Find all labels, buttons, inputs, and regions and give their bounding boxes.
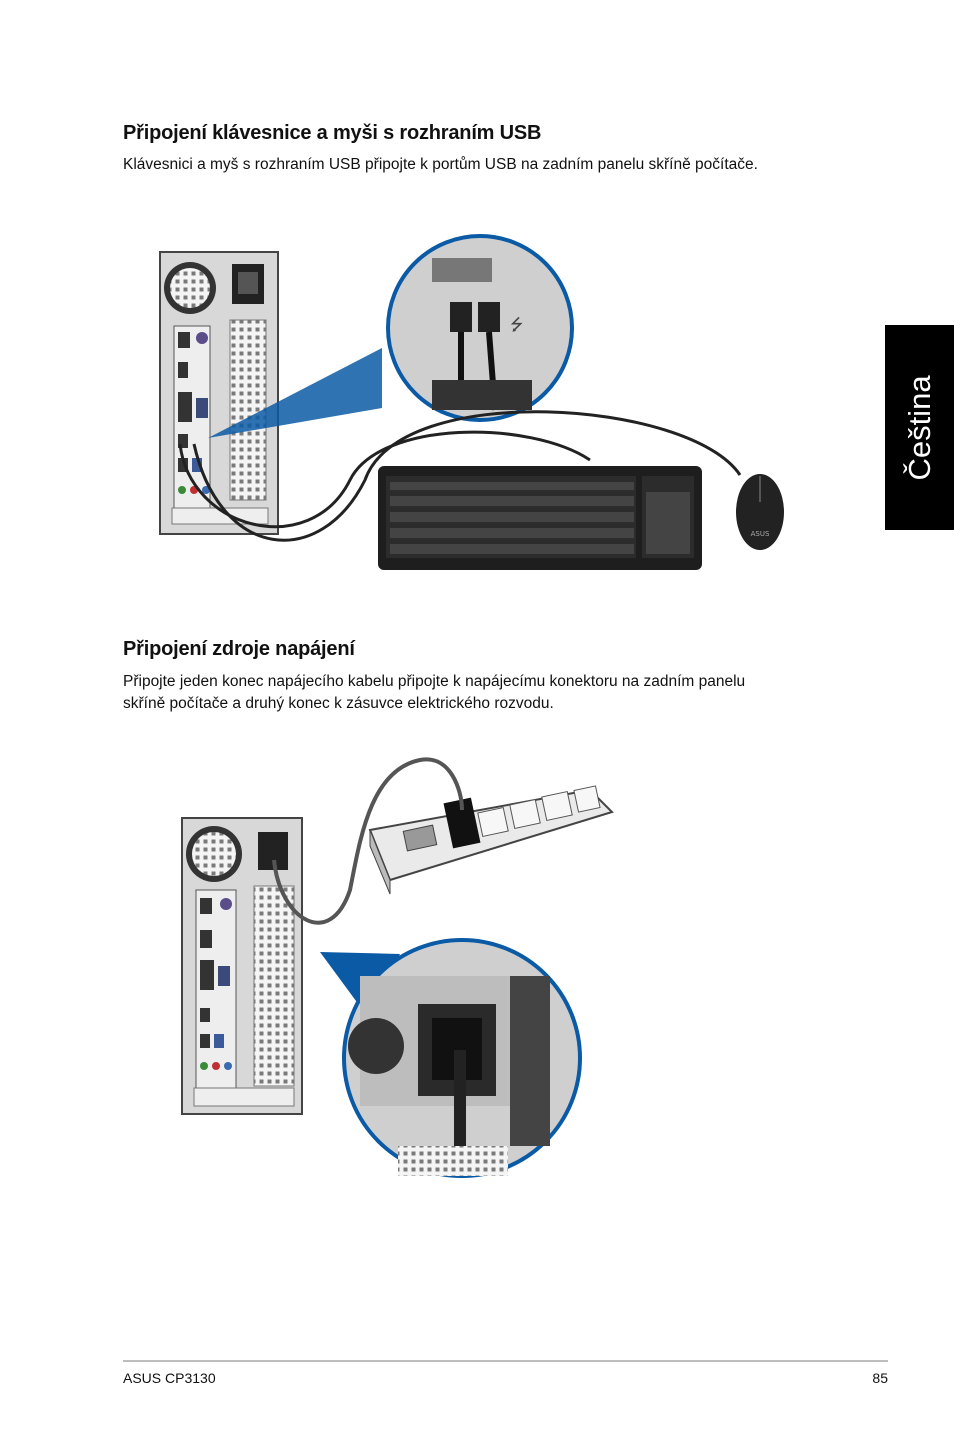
keyboard: [378, 466, 702, 570]
power-cable: [272, 757, 464, 925]
power-connection-illustration: [181, 757, 614, 1178]
section-body-power-line1: Připojte jeden konec napájecího kabelu p…: [123, 673, 746, 690]
pc-rear-panel-2: [181, 817, 303, 1115]
mouse: ASUS: [736, 474, 784, 550]
usb-port-callout: ⭍: [208, 234, 574, 438]
section-heading-power: Připojení zdroje napájení: [123, 638, 355, 660]
footer-page-number: 85: [872, 1370, 888, 1386]
language-tab: Čeština: [885, 325, 954, 530]
footer-rule: [123, 1360, 888, 1362]
pc-rear-panel: [159, 251, 279, 535]
mouse-logo: ASUS: [751, 530, 770, 538]
section-body-usb: Klávesnici a myš s rozhraním USB připojt…: [123, 156, 758, 173]
section-heading-usb: Připojení klávesnice a myši s rozhraním …: [123, 122, 542, 144]
usb-connection-illustration: ⭍ ASUS: [159, 234, 784, 570]
svg-text:⭍: ⭍: [510, 315, 523, 334]
power-strip: [368, 785, 614, 895]
power-port-callout: [320, 938, 582, 1178]
section-body-power-line2: skříně počítače a druhý konec k zásuvce …: [123, 695, 554, 712]
language-tab-label: Čeština: [901, 374, 937, 481]
footer-model: ASUS CP3130: [123, 1370, 216, 1386]
